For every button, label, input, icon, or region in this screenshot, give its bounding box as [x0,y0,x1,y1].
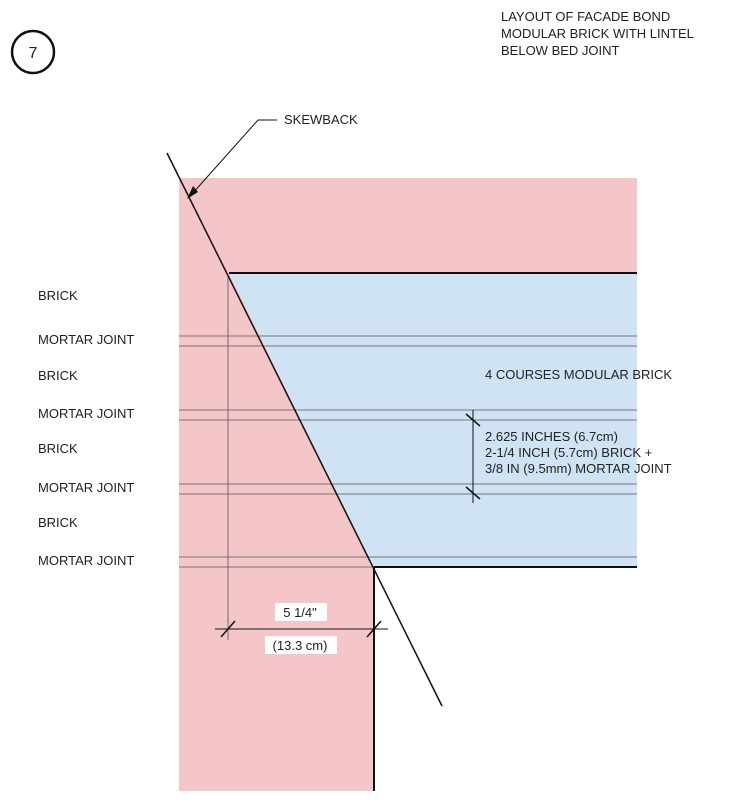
layer-label-mortar-1: MORTAR JOINT [38,332,134,347]
layer-label-brick-3: BRICK [38,441,78,456]
course-height-dimension [465,410,481,503]
detail-title: LAYOUT OF FACADE BOND MODULAR BRICK WITH… [501,9,694,58]
mortar-joint-lines [179,335,637,568]
detail-number: 7 [29,45,38,62]
layer-label-mortar-3: MORTAR JOINT [38,480,134,495]
skewback-label: SKEWBACK [284,112,358,127]
title-line-3: BELOW BED JOINT [501,43,620,58]
width-dimension [215,620,388,638]
layer-label-brick-4: BRICK [38,515,78,530]
layer-labels: BRICK MORTAR JOINT BRICK MORTAR JOINT BR… [38,288,134,568]
courses-label: 4 COURSES MODULAR BRICK [485,367,672,382]
title-line-1: LAYOUT OF FACADE BOND [501,9,670,24]
course-height-line-2: 2-1/4 INCH (5.7cm) BRICK + [485,445,652,460]
layer-label-mortar-2: MORTAR JOINT [38,406,134,421]
layer-label-mortar-4: MORTAR JOINT [38,553,134,568]
skewback-leader [187,119,277,199]
detail-number-badge: 7 [10,29,56,75]
title-line-2: MODULAR BRICK WITH LINTEL [501,26,694,41]
dimension-cm-label: (13.3 cm) [273,638,328,653]
course-height-line-3: 3/8 IN (9.5mm) MORTAR JOINT [485,461,672,476]
dimension-cm-bg [265,636,337,654]
dimension-in-label: 5 1/4" [283,605,317,620]
layer-label-brick-2: BRICK [38,368,78,383]
layer-label-brick-1: BRICK [38,288,78,303]
lintel-edges [229,272,637,791]
skewback-line [166,152,443,707]
course-height-line-1: 2.625 INCHES (6.7cm) [485,429,618,444]
dimension-in-bg [275,603,327,621]
